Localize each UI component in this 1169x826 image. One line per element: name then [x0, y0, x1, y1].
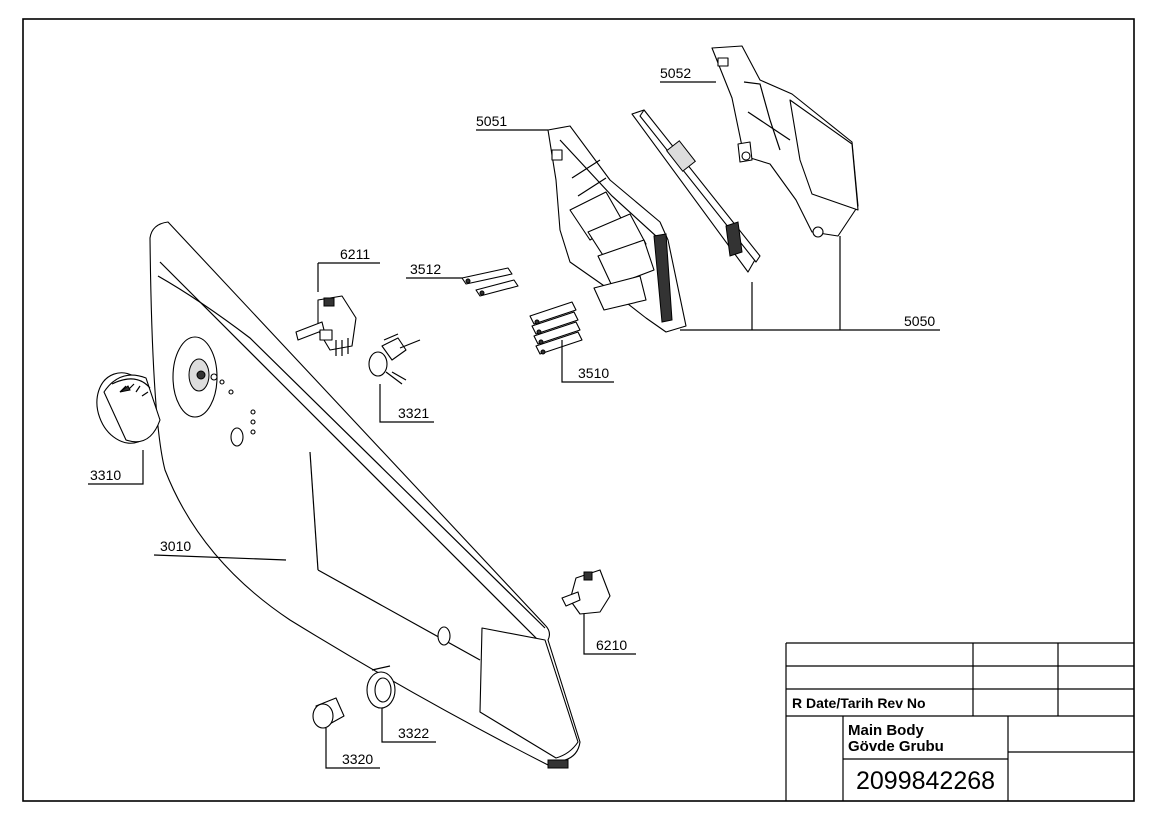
- label-6210: 6210: [596, 637, 627, 653]
- housing-5052: [711, 45, 859, 238]
- label-5051: 5051: [476, 113, 507, 129]
- circuit-board: [631, 109, 761, 273]
- knob-3310: [96, 372, 161, 444]
- label-3010: 3010: [160, 538, 191, 554]
- connector-block-3510: [529, 301, 583, 355]
- cap-3320: [312, 697, 345, 729]
- switch-6210: [561, 569, 611, 615]
- label-3321: 3321: [398, 405, 429, 421]
- ring-3322: [366, 665, 396, 709]
- label-6211: 6211: [340, 246, 370, 262]
- label-5050: 5050: [904, 313, 935, 329]
- bracket-5051: [547, 125, 687, 333]
- label-3322: 3322: [398, 725, 429, 741]
- part-number-labels: 5052 5051 6211 3512 5050 3510 3321 3310 …: [90, 65, 935, 767]
- label-3310: 3310: [90, 467, 121, 483]
- drawing-frame: [22, 18, 1135, 802]
- revision-header: R Date/Tarih Rev No: [792, 695, 926, 711]
- drawing-number: 2099842268: [856, 767, 995, 795]
- label-5052: 5052: [660, 65, 691, 81]
- title-turkish: Gövde Grubu: [848, 738, 944, 755]
- switch-3321: [368, 333, 421, 385]
- label-3510: 3510: [578, 365, 609, 381]
- switch-6211: [295, 295, 357, 356]
- control-panel-body: [149, 221, 581, 769]
- label-3512: 3512: [410, 261, 441, 277]
- connector-3512: [461, 267, 519, 297]
- title-block: R Date/Tarih Rev No Main Body Gövde Grub…: [785, 642, 1134, 801]
- leader-lines: [88, 81, 940, 769]
- title-english: Main Body: [848, 722, 924, 739]
- label-3320: 3320: [342, 751, 373, 767]
